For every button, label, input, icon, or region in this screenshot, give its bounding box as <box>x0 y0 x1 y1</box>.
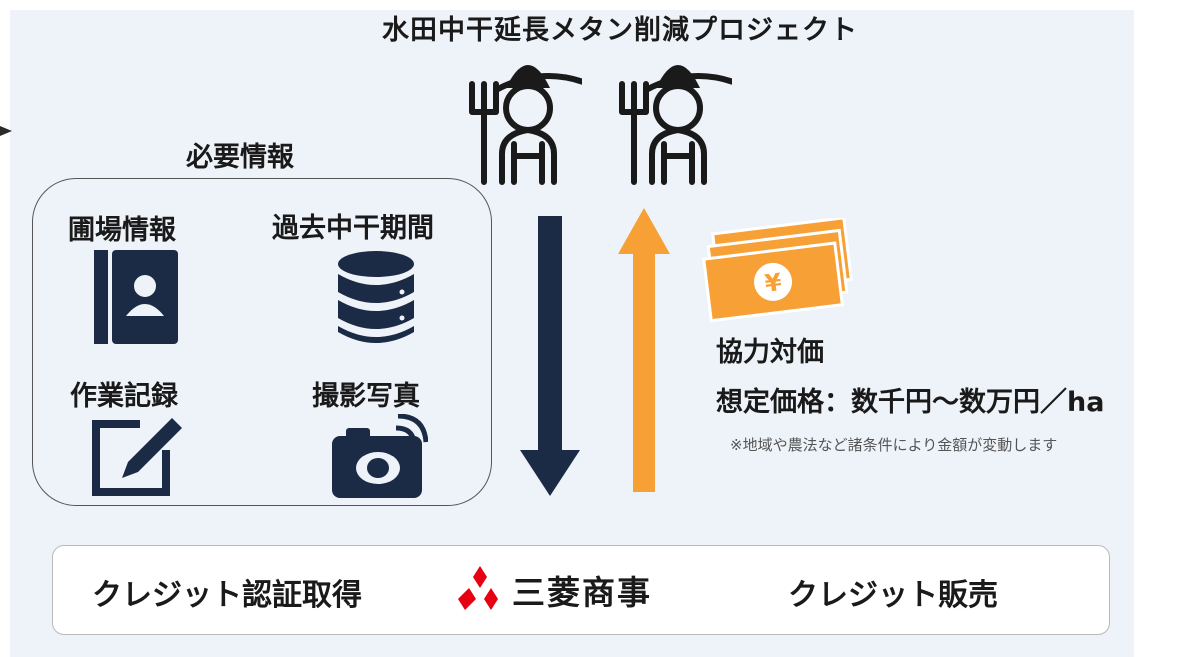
farmer-icon <box>619 65 732 185</box>
required-info-title: 必要情報 <box>186 142 294 173</box>
edit-icon <box>92 418 182 496</box>
yen-banknotes-icon: ¥ <box>702 218 853 323</box>
database-icon <box>338 251 414 343</box>
price-note: ※地域や農法など諸条件により金額が変動します <box>730 436 1058 454</box>
credit-certification-label: クレジット認証取得 <box>92 578 362 613</box>
price-text: 想定価格：数千円～数万円／ha <box>716 387 1105 418</box>
past-drainage-period-label: 過去中干期間 <box>272 213 434 244</box>
contact-book-icon <box>94 250 178 344</box>
photo-label: 撮影写真 <box>312 381 420 412</box>
company-name: 三菱商事 <box>512 573 652 612</box>
field-info-label: 圃場情報 <box>68 215 176 246</box>
required-info-box <box>32 178 492 506</box>
project-title: 水田中干延長メタン削減プロジェクト <box>382 15 858 46</box>
bottom-bar <box>52 545 1110 635</box>
data-flow-down-arrow <box>520 216 580 496</box>
svg-text:¥: ¥ <box>763 268 783 298</box>
arrow-head-icon <box>0 126 12 136</box>
three-diamonds-logo <box>458 566 498 610</box>
farmer-icon <box>469 65 582 185</box>
credit-sale-label: クレジット販売 <box>788 578 998 613</box>
reward-title: 協力対価 <box>716 337 824 368</box>
camera-icon <box>332 414 428 498</box>
work-record-label: 作業記録 <box>70 381 178 412</box>
payment-up-arrow <box>618 208 670 492</box>
